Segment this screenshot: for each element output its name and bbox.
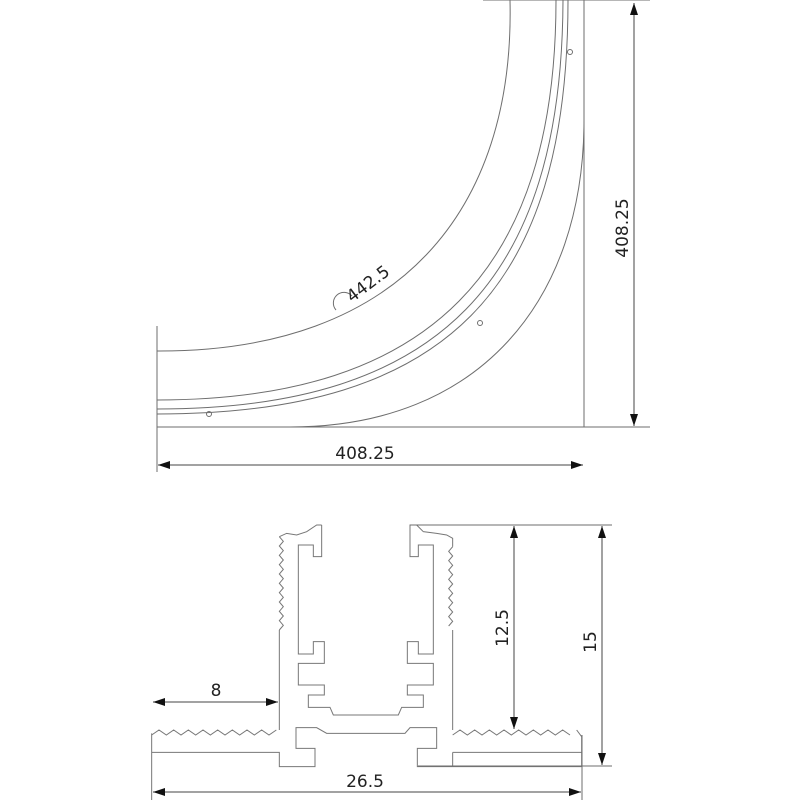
radius-label: 442.5 <box>343 262 394 307</box>
profile-channel-inner <box>297 524 434 716</box>
right-top-lip <box>416 524 454 547</box>
left-top-lip <box>279 524 322 538</box>
mount-hole <box>477 320 483 326</box>
mount-hole <box>206 411 212 417</box>
radius-symbol <box>332 291 353 311</box>
flange-width-label: 8 <box>211 681 222 701</box>
width-dimension-label: 408.25 <box>335 444 394 464</box>
profile-arc-1 <box>156 0 557 401</box>
corner-top-view: 442.5 408.25 408.25 <box>156 0 650 472</box>
right-flange-serration <box>452 729 571 736</box>
left-wall-serration <box>278 536 284 631</box>
profile-outer-edges <box>151 629 582 800</box>
height-dimension-label: 408.25 <box>613 198 633 257</box>
right-wall-serration <box>448 546 454 627</box>
profile-left-wall <box>151 727 583 768</box>
profile-arc-2 <box>156 0 564 410</box>
profile-cross-section: 8 12.5 15 26.5 <box>151 524 612 800</box>
profile-arc-3 <box>156 0 569 415</box>
total-height-label: 15 <box>581 631 601 653</box>
channel-depth-label: 12.5 <box>493 609 513 647</box>
inner-arc <box>156 0 511 352</box>
outer-arc <box>289 119 585 428</box>
mount-hole <box>567 49 573 55</box>
total-width-label: 26.5 <box>346 772 384 792</box>
left-flange-serration <box>151 729 277 736</box>
